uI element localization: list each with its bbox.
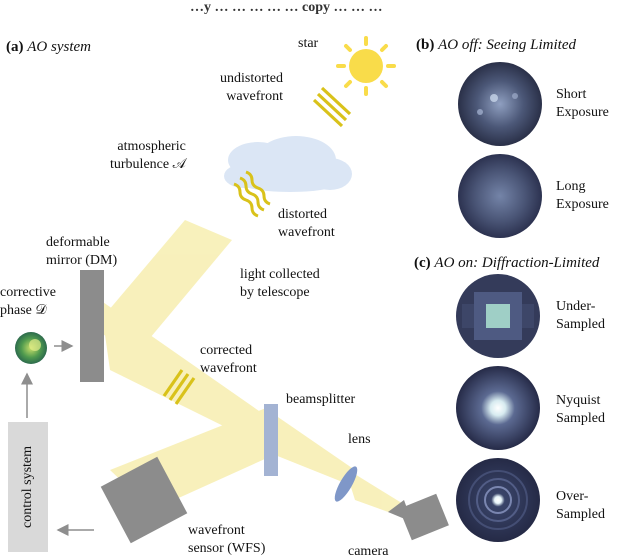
- label-lens: lens: [348, 432, 371, 447]
- panel-b-letter: (b): [416, 37, 435, 53]
- label-under-sampled: Under- Sampled: [556, 299, 605, 332]
- panel-a-title: (a) AO system: [6, 38, 91, 56]
- label-corrective-phase: corrective phase 𝒟: [0, 285, 56, 318]
- distorted-wavefront-icon: [233, 170, 271, 218]
- panel-c-letter: (c): [414, 255, 431, 271]
- control-system-box: control system: [8, 422, 48, 552]
- top-caption: …y … … … … … copy … … …: [190, 0, 383, 15]
- panel-a-letter: (a): [6, 39, 24, 55]
- panel-c-label-rest: : Diffraction-Limited: [473, 255, 600, 271]
- panel-a-label: AO system: [27, 39, 91, 55]
- beamsplitter: [264, 404, 278, 476]
- label-control-system: control system: [20, 445, 35, 529]
- wavefront-sensor: [100, 456, 188, 544]
- label-wfs: wavefront sensor (WFS): [188, 523, 266, 556]
- short-exposure-image: [458, 62, 542, 146]
- label-deformable-mirror: deformable mirror (DM): [46, 235, 118, 268]
- cloud-icon: [224, 136, 352, 192]
- long-exposure-image: [458, 154, 542, 238]
- corrected-wavefront-icon: [162, 369, 196, 405]
- camera-icon: [388, 493, 449, 541]
- label-short-exposure: Short Exposure: [556, 87, 609, 120]
- panel-c-label-italic: AO on: [434, 255, 474, 271]
- label-beamsplitter: beamsplitter: [286, 392, 356, 407]
- label-light-collected: light collected by telescope: [240, 267, 320, 300]
- under-sampled-image: [456, 274, 540, 358]
- deformable-mirror: [80, 270, 104, 382]
- panel-b-label-rest: : Seeing Limited: [477, 37, 577, 53]
- nyquist-sampled-image: [456, 366, 540, 450]
- lens: [334, 466, 358, 502]
- label-camera: camera: [348, 544, 389, 559]
- sun-icon: [336, 36, 396, 96]
- label-over-sampled: Over- Sampled: [556, 489, 605, 522]
- panel-b-label-italic: AO off: [438, 37, 478, 53]
- label-corrected-wavefront: corrected wavefront: [200, 343, 257, 376]
- undistorted-wavefront-icon: [312, 86, 352, 128]
- label-star: star: [298, 36, 319, 51]
- label-undistorted-wavefront: undistorted wavefront: [220, 71, 283, 104]
- label-atmospheric-turbulence: atmospheric turbulence 𝒜: [110, 139, 186, 172]
- panel-b-title: (b) AO off: Seeing Limited: [416, 36, 576, 54]
- label-nyquist-sampled: Nyquist Sampled: [556, 393, 605, 426]
- label-distorted-wavefront: distorted wavefront: [278, 207, 335, 240]
- over-sampled-image: [456, 458, 540, 542]
- label-long-exposure: Long Exposure: [556, 179, 609, 212]
- panel-c-title: (c) AO on: Diffraction-Limited: [414, 254, 599, 272]
